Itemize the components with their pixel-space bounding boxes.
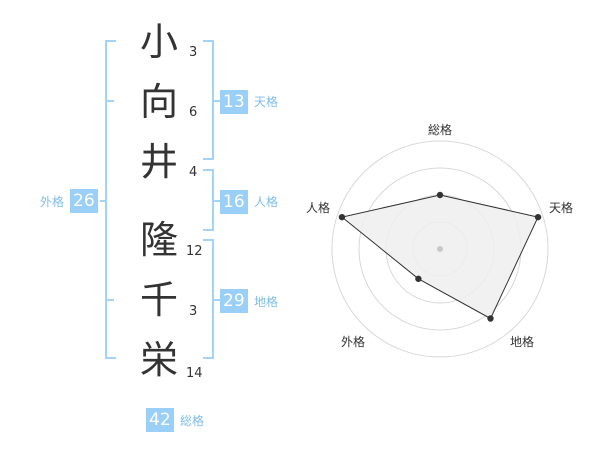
stroke-count-1: 3 <box>189 45 198 60</box>
tenkaku-value-badge: 13 <box>220 90 248 114</box>
radar-point-2 <box>534 213 542 221</box>
soukaku-label: 総格 <box>180 414 205 428</box>
gaikaku-label: 外格 <box>40 195 65 209</box>
stroke-count-2: 6 <box>189 105 198 120</box>
jinkaku-value-badge: 16 <box>220 190 248 214</box>
stroke-count-4: 12 <box>186 244 203 259</box>
radar-ring-4 <box>331 140 549 358</box>
radar-center-dot <box>437 246 443 252</box>
chikaku-value-badge: 29 <box>220 289 248 313</box>
radar-label-chikaku: 地格 <box>510 335 535 349</box>
radar-value-polygon <box>340 194 539 320</box>
radar-point-1 <box>436 191 444 199</box>
gaikaku-bracket <box>105 40 116 359</box>
radar-label-jinkaku: 人格 <box>306 201 331 215</box>
jinkaku-label: 人格 <box>254 195 279 209</box>
kanji-1: 小 <box>139 20 178 64</box>
kanji-6: 栄 <box>139 338 178 382</box>
kanji-4: 隆 <box>139 218 178 262</box>
chikaku-label: 地格 <box>254 295 279 309</box>
kanji-2: 向 <box>139 80 178 124</box>
radar-point-3 <box>487 315 494 322</box>
soukaku-value-badge: 42 <box>146 408 174 432</box>
radar-point-4 <box>415 275 422 282</box>
radar-label-soukaku: 総格 <box>428 123 453 137</box>
stroke-count-3: 4 <box>189 165 198 180</box>
radar-point-5 <box>338 213 346 221</box>
radar-label-gaikaku: 外格 <box>341 335 366 349</box>
tenkaku-label: 天格 <box>254 95 279 109</box>
gaikaku-value-badge: 26 <box>70 189 98 213</box>
radar-label-tenkaku: 天格 <box>549 201 574 215</box>
kanji-3: 井 <box>139 140 178 184</box>
kanji-5: 千 <box>139 278 178 322</box>
stroke-count-6: 14 <box>186 366 203 381</box>
stroke-count-5: 3 <box>189 304 198 319</box>
